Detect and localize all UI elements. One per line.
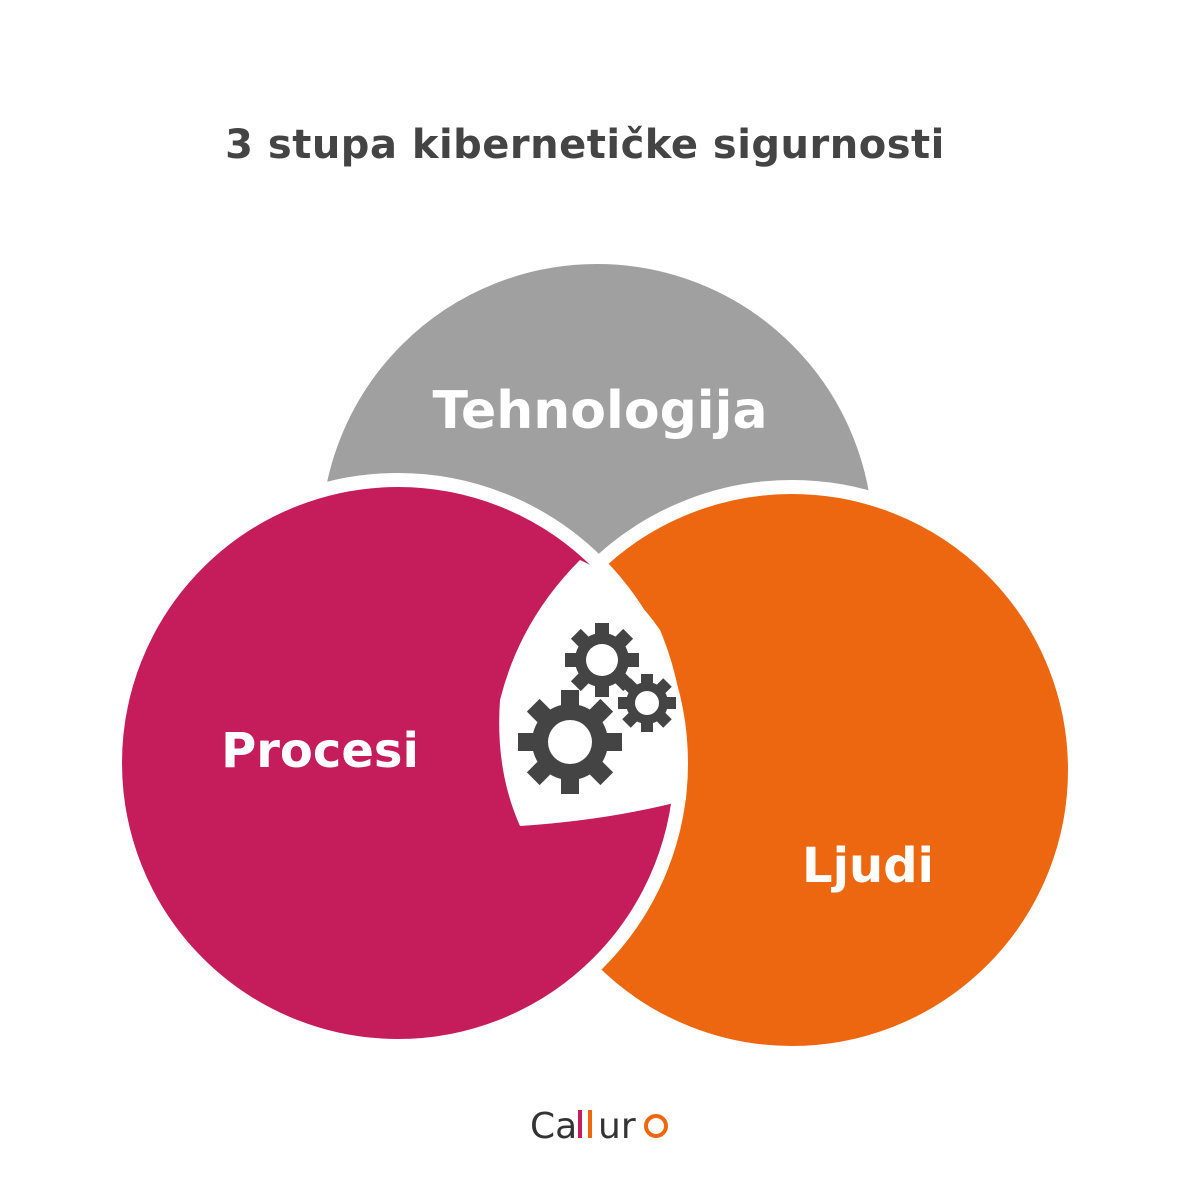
logo-text-prefix: Ca [530,1106,577,1147]
label-procesi: Procesi [221,723,419,779]
logo-o [644,1114,668,1138]
logo-bar-1 [578,1110,582,1138]
diagram-title: 3 stupa kibernetičke sigurnosti [225,122,945,168]
calluro-logo: Ca ur [530,1106,668,1147]
logo-bar-2 [588,1110,592,1138]
gears-icon [518,623,676,794]
logo-text-suffix: ur [598,1106,636,1147]
label-tehnologija: Tehnologija [432,381,767,441]
label-ljudi: Ljudi [802,838,934,894]
